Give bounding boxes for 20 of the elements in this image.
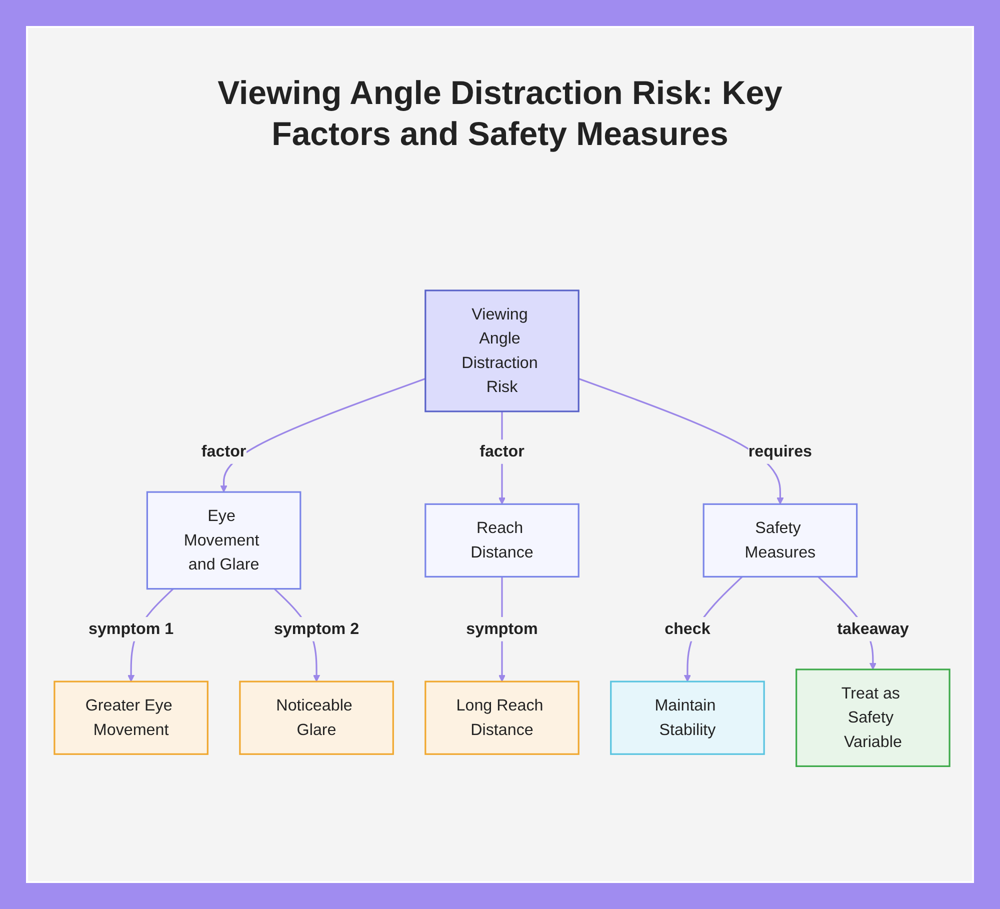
node-box: Reach Distance: [424, 503, 580, 578]
edge-label: factor: [201, 442, 246, 460]
edge-label: symptom: [466, 620, 538, 638]
arrow: [578, 378, 784, 504]
edge-label: symptom 1: [88, 620, 174, 638]
arrow: [220, 378, 426, 492]
node-box: Treat as Safety Variable: [796, 668, 950, 767]
diagram-title: Viewing Angle Distraction Risk: Key Factors and Safety Measures: [216, 73, 784, 154]
edge-label: symptom 2: [274, 620, 360, 638]
node-box: Greater Eye Movement: [54, 680, 208, 755]
edge-label: check: [664, 620, 710, 638]
node-box: Maintain Stability: [610, 680, 765, 755]
edge-label: factor: [480, 442, 524, 460]
edge-label: requires: [748, 442, 812, 460]
node-box: Safety Measures: [702, 503, 858, 578]
node-box: Long Reach Distance: [424, 680, 580, 755]
edge-label: takeaway: [837, 620, 909, 638]
node-box: Eye Movement and Glare: [146, 490, 302, 590]
node-box: Viewing Angle Distraction Risk: [424, 289, 580, 412]
node-box: Noticeable Glare: [239, 680, 394, 755]
